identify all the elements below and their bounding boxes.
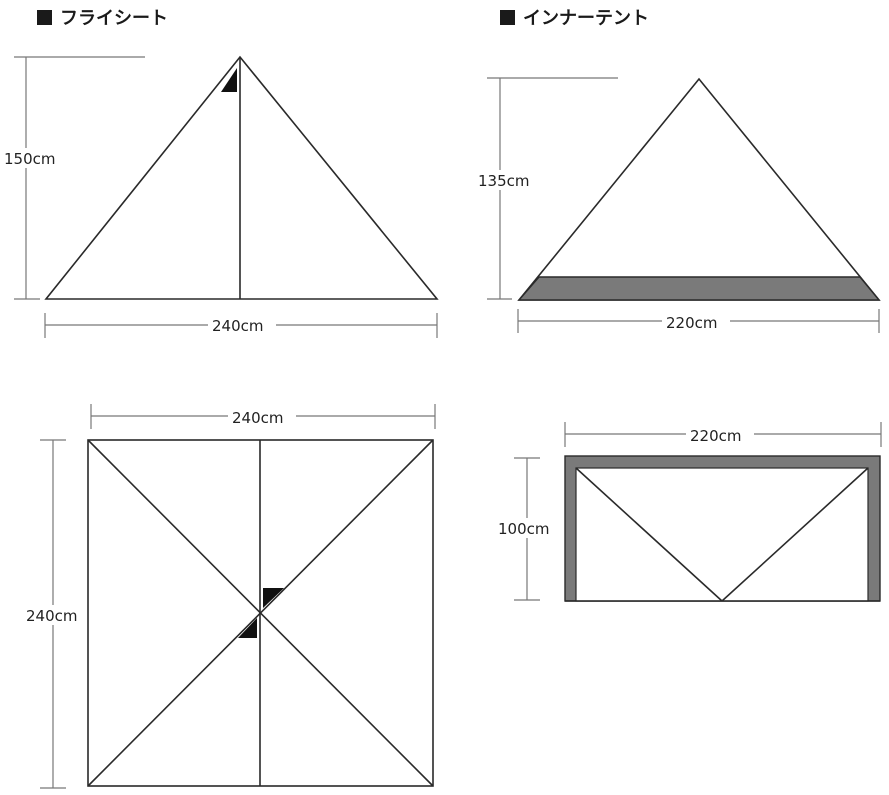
inner-height-label: 135cm [478,172,530,190]
fly-sheet-elevation: 150cm 240cm [0,55,439,338]
fly-plan-marker-upper [263,588,284,608]
inner-plan-interior [575,467,869,602]
fly-front-triangle [44,55,439,300]
inner-plan-width-label-bg [686,425,754,445]
fly-plan-width-label: 240cm [232,409,284,427]
inner-width-label: 220cm [666,314,718,332]
fly-sheet-plan: 240cm 240cm [24,404,436,789]
fly-plan-depth-label-bg [24,605,90,625]
inner-tent-title-text: インナーテント [523,8,649,29]
fly-sheet-title: フライシート [37,8,168,30]
fly-plan-depth-label: 240cm [26,607,78,625]
fly-plan-width-label-bg [228,407,296,427]
inner-tent-elevation: 135cm 220cm [474,77,881,333]
inner-floor-band [517,276,881,301]
inner-front-triangle [517,77,881,301]
fly-apex-marker [221,68,237,92]
fly-width-label-bg [208,315,276,335]
fly-height-label-bg [0,148,56,168]
inner-plan-depth-label-bg [496,518,560,538]
square-bullet-icon [37,10,52,25]
inner-height-label-bg [474,170,544,190]
inner-tent-title: インナーテント [500,8,649,30]
fly-height-label: 150cm [4,150,56,168]
inner-plan-v-right [721,467,869,602]
inner-tent-plan: 220cm 100cm [496,422,882,602]
square-bullet-icon [500,10,515,25]
inner-width-label-bg [662,312,730,332]
fly-plan-marker-lower [238,618,257,638]
fly-width-label: 240cm [212,317,264,335]
fly-sheet-title-text: フライシート [60,8,168,29]
inner-plan-v-left [575,467,723,602]
inner-plan-width-label: 220cm [690,427,742,445]
inner-plan-depth-label: 100cm [498,520,550,538]
